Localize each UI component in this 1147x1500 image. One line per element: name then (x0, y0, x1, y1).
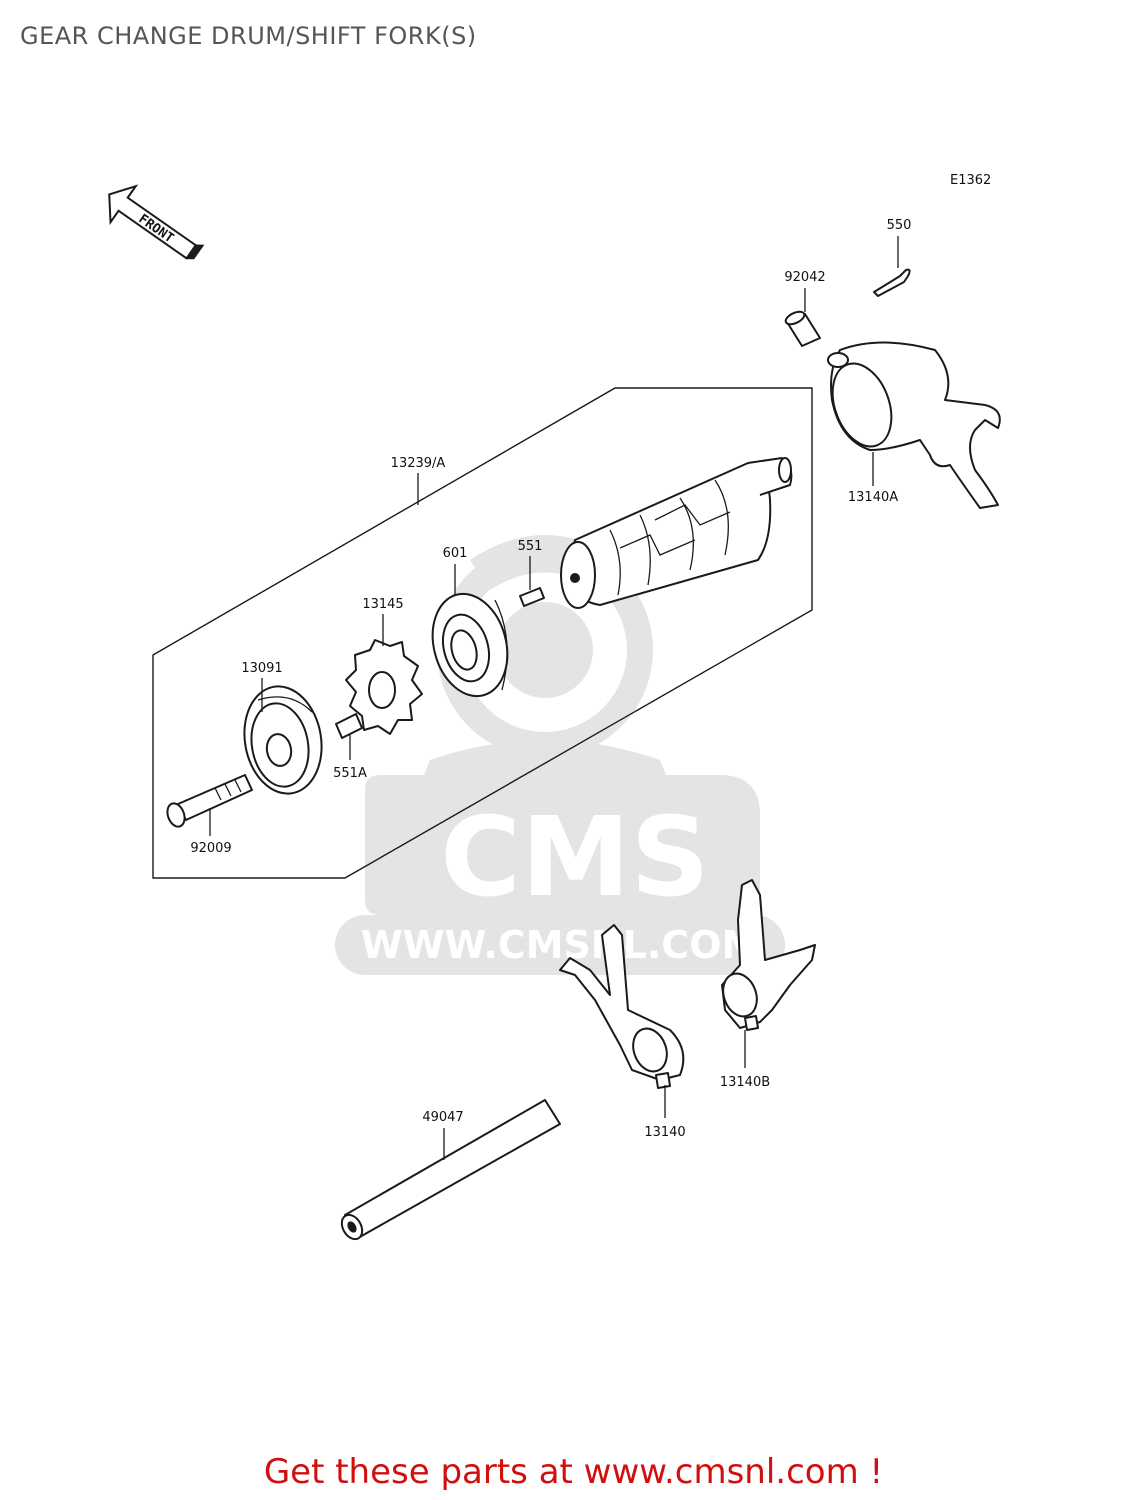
part-551A-pin (335, 713, 363, 739)
label-601: 601 (443, 546, 468, 561)
label-551: 551 (518, 539, 543, 554)
part-550-cotter-pin (873, 268, 911, 297)
diagram-code: E1362 (950, 173, 991, 188)
page-title: GEAR CHANGE DRUM/SHIFT FORK(S) (20, 22, 477, 50)
part-601-bearing (431, 592, 509, 698)
label-550: 550 (887, 218, 912, 233)
label-49047: 49047 (422, 1110, 463, 1125)
label-551A: 551A (333, 766, 367, 781)
label-92009: 92009 (190, 841, 231, 856)
label-13239A: 13239/A (391, 456, 446, 471)
part-13239A-shift-drum (560, 457, 793, 609)
label-13140B: 13140B (720, 1075, 770, 1090)
part-551-pin (519, 587, 545, 607)
part-92042-collar (784, 310, 821, 347)
leader-lines (209, 236, 899, 1160)
label-13145: 13145 (362, 597, 403, 612)
footer-promo[interactable]: Get these parts at www.cmsnl.com ! (263, 1452, 884, 1492)
part-labels: 550 92042 13140A 13239/A 601 551 13145 1… (190, 218, 911, 1140)
part-13145-star-plate (345, 639, 423, 735)
assembly-frame (152, 387, 813, 879)
part-49047-shift-rod (340, 1099, 561, 1241)
label-13140A: 13140A (848, 490, 898, 505)
part-92009-screw (166, 774, 253, 828)
label-13140: 13140 (644, 1125, 685, 1140)
part-13091-cam-plate (243, 685, 323, 795)
label-13091: 13091 (241, 661, 282, 676)
front-arrow-icon: FRONT (108, 184, 205, 260)
part-13140-shift-fork (559, 924, 685, 1089)
watermark-logo-text: CMS (440, 793, 709, 921)
part-13140A-shift-fork (827, 341, 1001, 509)
label-92042: 92042 (784, 270, 825, 285)
watermark-url-text: WWW.CMSNL.COM (361, 923, 760, 967)
part-13140B-shift-fork (721, 879, 816, 1031)
watermark-url-plate (335, 915, 785, 975)
